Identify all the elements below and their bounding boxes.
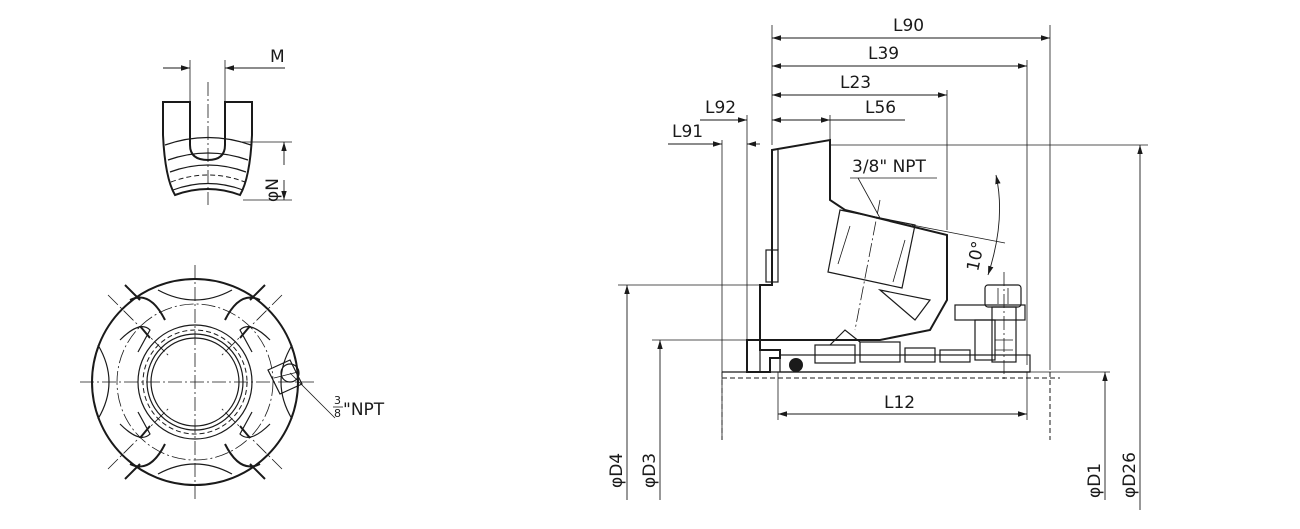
dim-l90-label: L90 — [893, 16, 924, 36]
section-view: L90 L39 L23 L56 L92 L91 — [607, 16, 1148, 510]
front-view: 3 8 "NPT — [80, 265, 385, 500]
dim-d3-label: φD3 — [640, 453, 660, 488]
npt-left-frac-den: 8 — [334, 407, 341, 420]
dim-l12-label: L12 — [884, 393, 915, 413]
dim-m-label: M — [270, 47, 285, 67]
top-detail-view: M φN — [162, 47, 292, 205]
npt-right-label: 3/8" NPT — [852, 157, 927, 177]
dim-l39-label: L39 — [868, 44, 899, 64]
dim-l92-label: L92 — [705, 98, 736, 118]
dim-d26-label: φD26 — [1120, 452, 1140, 498]
dim-d4-label: φD4 — [607, 453, 627, 488]
npt-left-frac-num: 3 — [334, 394, 341, 407]
dim-phi-n-label: φN — [263, 178, 283, 202]
angle-label: 10° — [963, 239, 989, 273]
dim-d1-label: φD1 — [1085, 463, 1105, 498]
npt-left-label: "NPT — [343, 400, 385, 420]
dim-l91-label: L91 — [672, 122, 703, 142]
dim-l23-label: L23 — [840, 73, 871, 93]
dim-l56-label: L56 — [865, 98, 896, 118]
